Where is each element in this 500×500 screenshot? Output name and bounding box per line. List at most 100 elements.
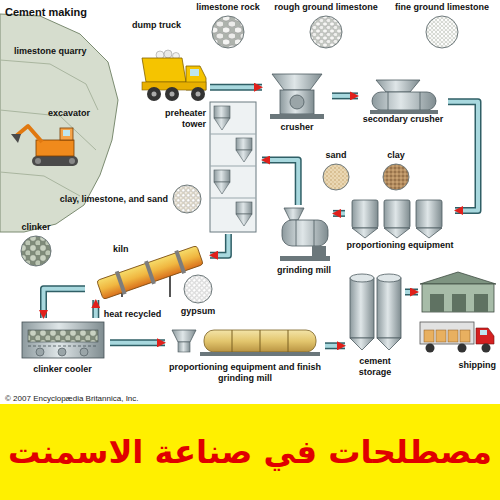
unit-label: shipping (418, 360, 496, 371)
proportioning-silos-drawing (384, 200, 410, 228)
finish-mill-drawing (260, 330, 261, 352)
copyright-note: © 2007 Encyclopædia Britannica, Inc. (5, 394, 139, 403)
cyclone-stage (214, 170, 230, 182)
pipe-core (332, 94, 358, 98)
cyclone-stage (236, 138, 252, 150)
cement-silos-drawing (350, 274, 374, 282)
copyright-note-holder: © 2007 Encyclopædia Britannica, Inc. (5, 387, 139, 405)
preheater-tower-drawing (210, 134, 256, 135)
cyclone-stage (236, 214, 252, 226)
cyclone-stage (214, 106, 252, 226)
crusher-drawing (280, 90, 314, 114)
cyclone-stage (236, 202, 252, 214)
diagram-title: Cement making (5, 6, 87, 18)
shipping-truck-drawing (420, 322, 474, 344)
process-unit: crusher (262, 70, 332, 142)
proportioning-silos-drawing (352, 228, 378, 238)
process-unit: cement storage (345, 270, 405, 380)
finish-mill-drawing (172, 330, 320, 356)
excavator-drawing (36, 140, 74, 156)
preheater-tower-drawing (210, 102, 256, 232)
pipe-core (448, 102, 478, 211)
pipe-core (210, 234, 228, 255)
warehouse-drawing (452, 294, 466, 312)
cement-silos-drawing (350, 274, 401, 350)
pipe-outline (210, 84, 262, 91)
process-unit: grinding mill (275, 205, 333, 290)
proportioning-silos-drawing (384, 228, 410, 238)
shipping-truck-drawing (448, 330, 458, 342)
pipe-core (44, 289, 86, 318)
cement-silos-drawing (377, 274, 401, 282)
sample-circle (20, 235, 52, 267)
material-sample: clinker (6, 222, 66, 269)
sample-label: clay, limestone, and sand (40, 194, 168, 205)
clinker-cooler-drawing (28, 330, 98, 342)
grinding-mill-drawing (296, 220, 297, 246)
crusher-drawing (270, 114, 324, 119)
conveyor-pipe (210, 234, 228, 255)
conveyor-pipe (448, 102, 478, 211)
sample-circle-fill (323, 164, 349, 190)
sample-circle (322, 163, 350, 191)
material-sample: clay (376, 150, 416, 193)
preheater-tower-drawing (210, 166, 256, 167)
sample-circle-fill (212, 16, 244, 48)
unit-label: kiln (113, 244, 210, 255)
pipe-core (110, 341, 165, 345)
material-sample: limestone rock (190, 2, 266, 51)
kiln-drawing (115, 271, 127, 295)
sample-label: sand (316, 150, 356, 161)
shipping-truck-drawing (482, 344, 491, 353)
grinding-mill-drawing (314, 220, 315, 246)
crusher-drawing (272, 74, 322, 90)
conveyor-pipe (332, 95, 358, 96)
quarry-hill (0, 60, 98, 110)
quarry-hill (0, 172, 80, 196)
shipping-truck-drawing (426, 344, 435, 353)
grinding-mill-drawing (280, 208, 330, 261)
finish-mill-drawing (232, 330, 233, 352)
grinding-mill-drawing (312, 246, 326, 256)
material-sample: sand (316, 150, 356, 193)
finish-mill-drawing (200, 352, 320, 356)
proportioning-silos-drawing (416, 200, 442, 228)
sample-circle (183, 274, 213, 304)
excavator-drawing (11, 134, 21, 143)
pipe-core (210, 85, 262, 89)
cyclone-stage (214, 182, 230, 194)
clinker-cooler-drawing (36, 348, 44, 356)
warehouse-drawing (474, 294, 488, 312)
pipe-core (94, 300, 98, 318)
conveyor-pipe (333, 213, 345, 214)
secondary-crusher-drawing (388, 92, 389, 110)
proportioning-silos-drawing (352, 200, 378, 228)
process-unit: preheater tower (150, 100, 262, 234)
conveyor-pipe (405, 292, 418, 293)
sample-label: rough ground limestone (268, 2, 384, 13)
proportioning-silos-drawing (352, 200, 442, 238)
clinker-cooler-drawing (28, 346, 98, 347)
shipping-truck-drawing (424, 330, 434, 342)
material-sample: gypsum (172, 272, 224, 317)
excavator-drawing (69, 158, 75, 164)
dump-truck-drawing (191, 87, 205, 101)
conveyor-pipe (325, 345, 345, 346)
clinker-cooler-drawing (22, 322, 104, 358)
cement-silos-drawing (350, 338, 374, 350)
pipe-outline (210, 234, 228, 255)
conveyor-pipe (95, 300, 96, 318)
clinker-cooler-drawing (22, 322, 104, 358)
process-unit: proportioning equipment and finish grind… (165, 326, 325, 392)
quarry-label-holder: limestone quarry (14, 40, 87, 58)
material-sample: fine ground limestone (388, 2, 496, 51)
sample-circle (211, 15, 245, 49)
process-unit: secondary crusher (358, 78, 448, 146)
excavator-drawing (63, 130, 70, 136)
process-unit: shipping (418, 270, 496, 380)
pipe-core (405, 290, 418, 294)
clinker-cooler-drawing (80, 348, 88, 356)
unit-label: secondary crusher (358, 114, 448, 125)
material-sample: clay, limestone, and sand (40, 182, 202, 216)
pipe-core (262, 160, 298, 205)
